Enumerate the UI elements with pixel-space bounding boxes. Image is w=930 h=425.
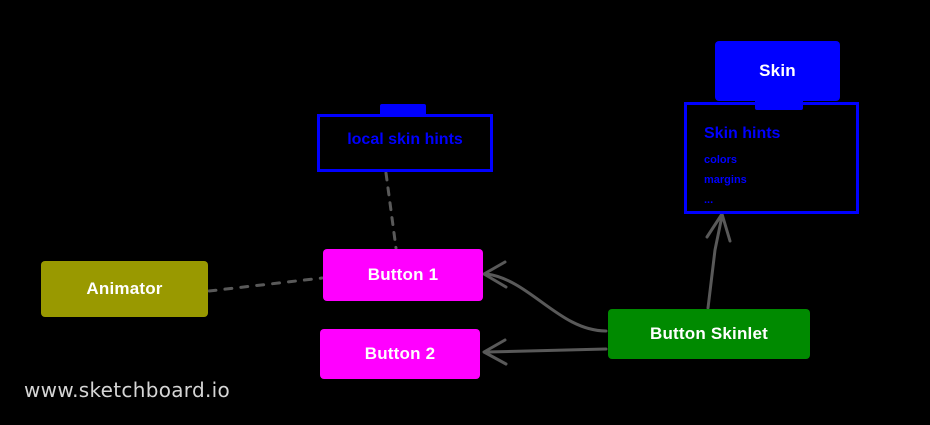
node-button-skinlet[interactable]: Button Skinlet [608, 309, 810, 359]
connector-local-skin-hints-to-button1 [384, 171, 398, 250]
node-button-2-label: Button 2 [364, 344, 436, 363]
local-skin-hints-tab-icon [380, 104, 426, 117]
node-animator-label: Animator [86, 279, 163, 298]
node-skin-hints[interactable]: Skin hints colors margins ... [684, 102, 859, 214]
skin-hints-item-ellipsis: ... [704, 194, 714, 206]
node-local-skin-hints[interactable]: local skin hints [317, 114, 493, 172]
node-button-1[interactable]: Button 1 [323, 249, 483, 301]
watermark: www.sketchboard.io [24, 378, 231, 402]
connector-skinlet-to-skin-hints [705, 212, 732, 310]
connector-skinlet-to-button1 [482, 260, 608, 333]
connector-animator-to-button1 [207, 276, 324, 293]
node-skin[interactable]: Skin [715, 41, 840, 101]
node-skin-label: Skin [759, 61, 796, 80]
skin-hints-title: Skin hints [704, 125, 781, 142]
local-skin-hints-title: local skin hints [347, 131, 463, 148]
node-button-2[interactable]: Button 2 [320, 329, 480, 379]
skin-hints-item-margins: margins [704, 174, 747, 186]
node-button-skinlet-label: Button Skinlet [649, 324, 768, 343]
skin-hints-item-colors: colors [704, 154, 738, 166]
node-animator[interactable]: Animator [41, 261, 208, 317]
connector-skinlet-to-button2 [482, 338, 608, 366]
node-button-1-label: Button 1 [367, 265, 439, 284]
